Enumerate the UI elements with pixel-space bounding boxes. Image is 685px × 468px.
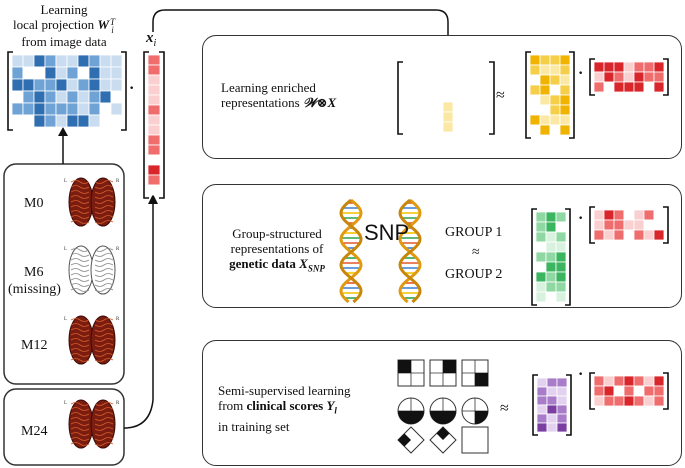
timepoint-label-m0: M0	[24, 196, 44, 211]
timepoint-label-m24: M24	[21, 424, 48, 439]
arrow-m24-to-x	[123, 200, 154, 429]
snp-label: SNP	[364, 220, 410, 245]
group1-label: GROUP 1	[445, 225, 503, 240]
panel1-approx: ≈	[496, 87, 505, 104]
x-vector-label: xi	[146, 30, 157, 49]
panel1-dot: ·	[578, 65, 584, 82]
timepoint-box-m24	[3, 388, 125, 466]
timepoint-label-m6: M6	[24, 265, 44, 280]
panel1-description: Learning enriched representations 𝒲⊗X	[221, 80, 337, 110]
timepoint-box-group	[3, 163, 125, 385]
panel-genetic-data	[202, 184, 682, 308]
arrow-m24-head	[148, 194, 158, 204]
arrow-up-head	[58, 127, 68, 136]
projection-sub: i	[111, 25, 114, 36]
multiply-dot-left: ·	[129, 80, 135, 97]
panel3-approx: ≈	[500, 400, 509, 417]
panel3-dot: ·	[578, 366, 584, 383]
panel3-description: Semi-supervised learning from clinical s…	[218, 383, 351, 434]
panel-enriched-representations	[202, 35, 682, 159]
projection-sup: T	[110, 17, 116, 28]
panel2-approx: ≈	[472, 245, 480, 260]
projection-title-line3: from image data	[21, 34, 107, 50]
panel1-formula: 𝒲⊗X	[302, 95, 337, 110]
projection-symbol: W	[97, 17, 109, 32]
timepoint-label-m12: M12	[21, 338, 48, 353]
panel2-dot: ·	[578, 210, 584, 227]
arrow-x-to-panel1	[152, 9, 449, 50]
group2-label: GROUP 2	[445, 267, 503, 282]
panel2-description: Group-structured representations of gene…	[229, 226, 325, 274]
timepoint-label-missing: (missing)	[8, 282, 61, 297]
projection-title-line1: Learning	[40, 2, 88, 17]
